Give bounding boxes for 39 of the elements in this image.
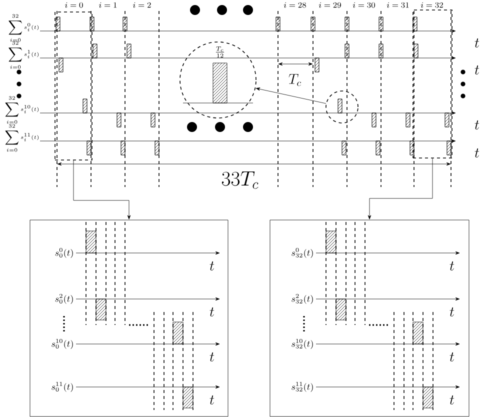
axis-label: $t$	[474, 38, 480, 48]
dimension-label: $T_c$	[288, 74, 302, 86]
axis-label: $t$	[450, 307, 454, 317]
axis-label: $t$	[474, 65, 480, 75]
axis-label: $t$	[450, 352, 454, 362]
axis-label: $t$	[450, 261, 454, 271]
slot-index-label: $i = 1$	[99, 2, 117, 8]
signal-label: $s_0^{0}(t)$	[55, 248, 73, 258]
zoom-circle	[326, 90, 358, 124]
sum-signal-label: $\sum_{i=0}^{32} s_i^{10}(t)$	[5, 96, 39, 124]
axis-label: $t$	[210, 307, 214, 317]
axis-label: $t$	[474, 148, 480, 158]
slot-index-label: $i = 31$	[386, 2, 409, 8]
signal-label: $s_0^{10}(t)$	[52, 338, 73, 349]
slot-group-box	[412, 10, 452, 158]
axis-label: $t$	[210, 261, 214, 271]
connector-arrow	[368, 158, 433, 220]
pulse-width-label: $\frac{T_c}{12}$	[216, 46, 224, 58]
slot-index-label: $i = 2$	[133, 2, 151, 8]
connector-arrow	[73, 160, 131, 220]
axis-label: $t$	[450, 395, 454, 405]
sum-signal-label: $\sum_{i=0}^{32} s_i^{0}(t)$	[8, 14, 39, 42]
slot-group-box	[54, 12, 92, 160]
signal-label: $s_0^{2}(t)$	[55, 294, 73, 304]
connector-arrow	[256, 88, 326, 104]
slot-index-label: $i = 29$	[318, 2, 341, 8]
signal-label: $s_0^{11}(t)$	[52, 382, 73, 392]
slot-index-label: $i = 30$	[352, 2, 375, 8]
signal-label: $s_{32}^{0}(t)$	[292, 248, 313, 258]
signal-label: $s_{32}^{10}(t)$	[292, 338, 313, 349]
axis-label: $t$	[474, 120, 480, 130]
slot-index-label: $i = 28$	[284, 2, 306, 8]
axis-label: $t$	[210, 395, 214, 405]
sum-signal-label: $\sum_{i=0}^{32} s_i^{11}(t)$	[5, 124, 39, 152]
signal-label: $s_{32}^{11}(t)$	[292, 382, 313, 392]
signal-label: $s_{32}^{2}(t)$	[292, 294, 313, 304]
dimension-label: $33T_c$	[222, 171, 258, 189]
sum-signal-label: $\sum_{i=0}^{32} s_i^{1}(t)$	[8, 41, 39, 69]
axis-label: $t$	[210, 352, 214, 362]
